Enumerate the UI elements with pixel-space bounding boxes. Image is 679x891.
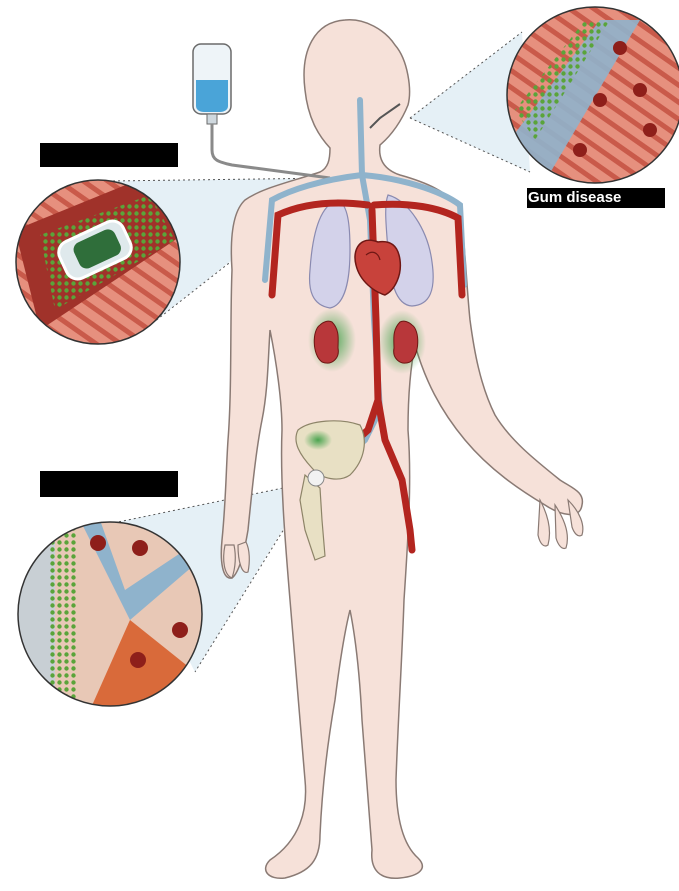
- magnified-view-gum: [505, 5, 679, 190]
- label-mid-left: [40, 471, 178, 497]
- label-gum-disease-text: Gum disease: [528, 189, 665, 207]
- label-gum-disease: Gum disease: [527, 188, 665, 208]
- label-top-left: [40, 143, 178, 167]
